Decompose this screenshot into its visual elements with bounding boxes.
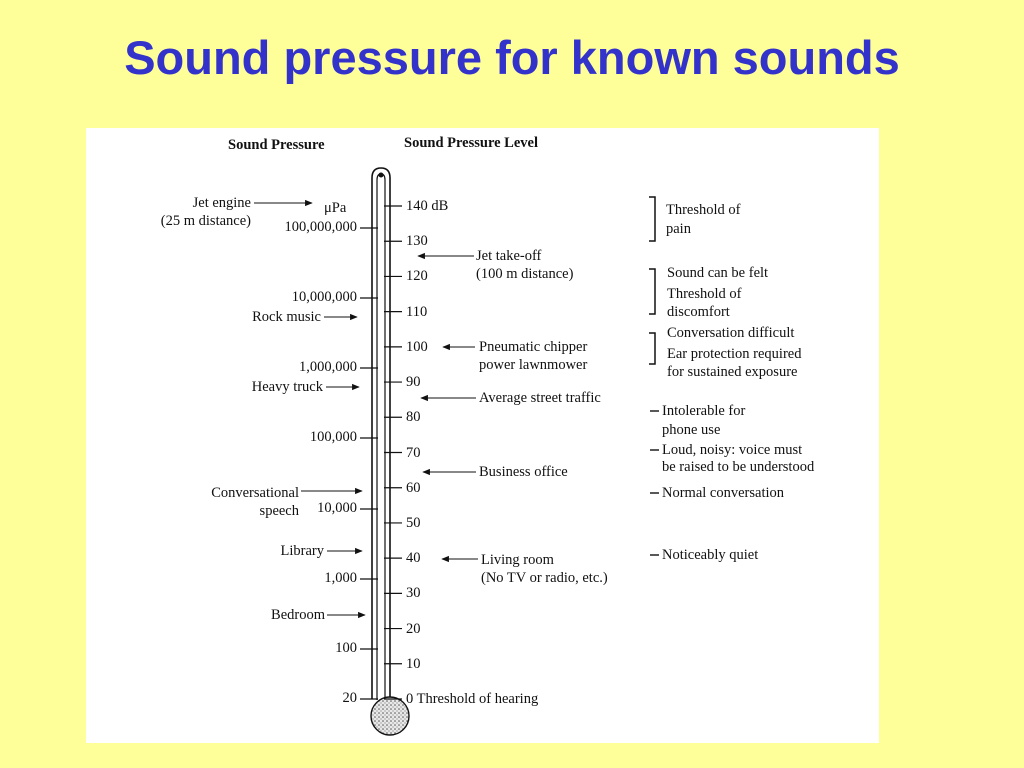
left-source-jet-engine-line2: (25 m distance) — [160, 213, 251, 229]
pressure-label: 10,000,000 — [291, 289, 357, 305]
level-label: 40 — [406, 550, 421, 567]
bracket-threshold-pain — [649, 196, 656, 242]
pressure-ticks — [360, 227, 378, 700]
right-source-jet-takeoff-line2: (100 m distance) — [476, 266, 574, 282]
right-source-living-room-line1: Living room — [481, 552, 554, 568]
right-source-pneumatic-line2: power lawnmower — [479, 357, 588, 373]
right-source-living-room-line2: (No TV or radio, etc.) — [481, 570, 608, 586]
desc-intolerable-phone-line1: Intolerable for — [662, 403, 746, 419]
description-brackets — [649, 196, 659, 556]
right-source-business-office: Business office — [479, 464, 568, 480]
left-source-conversational-line1: Conversational — [211, 485, 299, 501]
level-label: 60 — [406, 479, 421, 496]
left-source-jet-engine-line1: Jet engine — [192, 195, 251, 211]
left-source-bedroom: Bedroom — [271, 607, 325, 623]
desc-ear-protection-line1: Ear protection required — [667, 346, 802, 362]
source-arrows — [254, 199, 478, 619]
level-label: 90 — [406, 374, 421, 391]
thermometer-bulb — [370, 696, 410, 736]
level-label: 0 Threshold of hearing — [406, 691, 539, 707]
level-ticks — [384, 205, 402, 700]
desc-loud-noisy-line1: Loud, noisy: voice must — [662, 442, 803, 458]
pressure-label: 100,000,000 — [284, 219, 358, 235]
desc-conversation-difficult: Conversation difficult — [667, 325, 795, 341]
level-label: 100 — [406, 338, 428, 355]
level-label: 30 — [406, 585, 421, 602]
sound-pressure-level-header: Sound Pressure Level — [404, 135, 539, 151]
desc-loud-noisy-line2: be raised to be understood — [662, 459, 815, 475]
left-source-rock-music: Rock music — [252, 309, 321, 325]
thermometer-diagram — [254, 167, 659, 736]
bracket-ear-protection — [649, 332, 656, 365]
desc-noticeably-quiet: Noticeably quiet — [662, 547, 759, 563]
level-label: 70 — [406, 444, 421, 461]
level-label: 10 — [406, 655, 421, 672]
desc-threshold-discomfort-line1: Threshold of — [667, 286, 742, 302]
level-label: 20 — [406, 620, 421, 637]
unit-label: μPa — [324, 200, 347, 216]
pressure-label: 100 — [335, 640, 357, 656]
desc-sound-felt: Sound can be felt — [667, 265, 769, 281]
right-source-jet-takeoff-line1: Jet take-off — [476, 248, 542, 264]
left-source-conversational-line2: speech — [259, 503, 299, 519]
right-source-street-traffic: Average street traffic — [479, 390, 601, 406]
level-label: 50 — [406, 514, 421, 531]
thermometer-tube-outer — [371, 167, 391, 699]
sound-pressure-figure: Sound Pressure Sound Pressure Level μPa … — [86, 128, 879, 743]
right-source-pneumatic-line1: Pneumatic chipper — [479, 339, 588, 355]
level-label: 130 — [406, 233, 428, 250]
desc-threshold-pain-line1: Threshold of — [666, 202, 741, 218]
bracket-discomfort — [649, 268, 656, 315]
pressure-label: 1,000 — [324, 570, 357, 586]
pressure-label: 100,000 — [309, 429, 357, 445]
desc-threshold-discomfort-line2: discomfort — [667, 304, 730, 320]
desc-ear-protection-line2: for sustained exposure — [667, 364, 798, 380]
desc-threshold-pain-line2: pain — [666, 221, 691, 237]
thermometer-top-dot — [378, 172, 384, 178]
sound-pressure-header: Sound Pressure — [228, 137, 325, 153]
desc-normal-conversation: Normal conversation — [662, 485, 785, 501]
left-source-heavy-truck: Heavy truck — [251, 379, 323, 395]
pressure-label: 10,000 — [317, 500, 357, 516]
desc-intolerable-phone-line2: phone use — [662, 422, 721, 438]
level-label: 120 — [406, 268, 428, 285]
level-label: 140 dB — [406, 198, 449, 214]
thermometer-tube-inner — [376, 173, 386, 700]
pressure-label: 1,000,000 — [299, 359, 357, 375]
slide-title: Sound pressure for known sounds — [124, 31, 900, 84]
left-source-library: Library — [280, 543, 324, 559]
level-label: 110 — [406, 303, 428, 320]
pressure-label: 20 — [342, 690, 358, 706]
level-label: 80 — [406, 409, 421, 426]
